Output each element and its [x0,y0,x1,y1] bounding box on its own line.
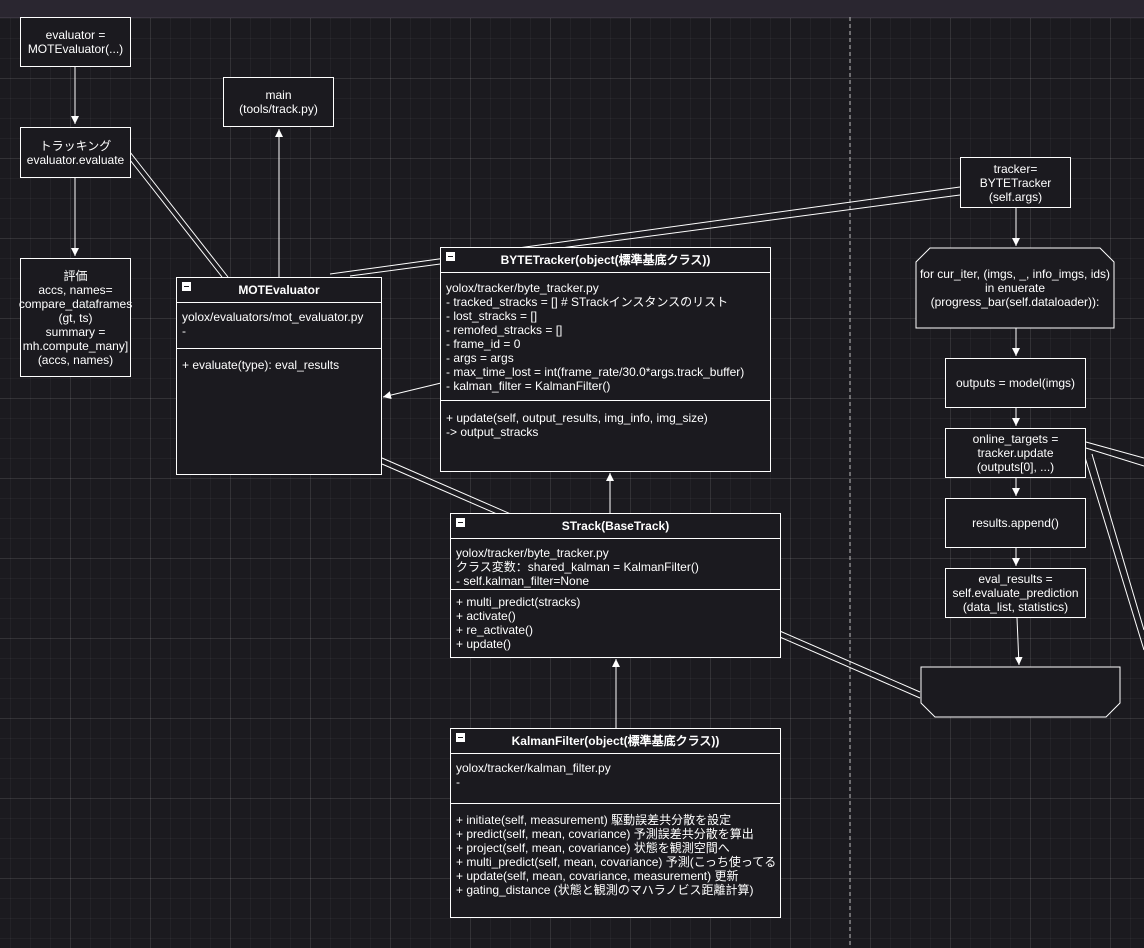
outputs-box[interactable]: outputs = model(imgs) [945,358,1086,408]
text-line: eval_results = [978,572,1053,586]
class-methods: + initiate(self, measurement) 駆動誤差共分散を設定… [451,804,780,901]
class-title: BYTETracker(object(標準基底クラス)) [500,253,711,267]
loop-label[interactable]: for cur_iter, (imgs, _, info_imgs, ids)i… [916,258,1114,318]
class-title: KalmanFilter(object(標準基底クラス)) [511,734,720,748]
text-line: (data_list, statistics) [962,600,1069,614]
results-append-box[interactable]: results.append() [945,498,1086,548]
kalman-filter-class[interactable]: KalmanFilter(object(標準基底クラス)) yolox/trac… [450,728,781,918]
collapse-icon[interactable] [182,282,191,291]
text-line: - kalman_filter = KalmanFilter() [446,379,611,393]
text-line: + update() [456,637,512,651]
evaluator-init-box[interactable]: evaluator =MOTEvaluator(...) [20,17,131,67]
text-line: BYTETracker [979,175,1052,190]
text-line: + evaluate(type): eval_results [182,358,340,372]
text-line: + update(self, output_results, img_info,… [446,411,708,425]
text-line: - frame_id = 0 [446,337,521,351]
text-line: + multi_predict(self, mean, covariance) … [456,855,777,869]
text-line: (self.args) [988,189,1043,204]
text-line: evaluator = [45,28,106,42]
loop-end-shape [920,666,1121,718]
class-title: STrack(BaseTrack) [561,519,670,533]
text-line: クラス変数：shared_kalman = KalmanFilter() [456,560,699,574]
text-line: summary = [45,324,106,339]
text-line: yolox/tracker/byte_tracker.py [446,281,599,295]
text-line: yolox/evaluators/mot_evaluator.py [182,310,364,324]
text-line: + re_activate() [456,623,534,637]
text-line: トラッキング [39,138,112,153]
text-line: + multi_predict(stracks) [456,595,581,609]
text-line: + predict(self, mean, covariance) 予測誤差共分… [456,827,754,841]
text-line: - remofed_stracks = [] [446,323,563,337]
text-line: in enuerate [984,281,1046,295]
tracker-init-box[interactable]: tracker=BYTETracker(self.args) [960,157,1071,208]
text-line: -> output_stracks [446,425,539,439]
text-line: + activate() [456,609,516,623]
text-line: accs, names= [38,282,113,297]
class-methods: + update(self, output_results, img_info,… [441,401,770,443]
text-line: + update(self, mean, covariance, measure… [456,869,739,883]
text-line: - tracked_stracks = [] # STrackインスタンスのリス… [446,295,729,309]
text-line: self.evaluate_prediction [952,586,1079,600]
main-box[interactable]: main(tools/track.py) [223,77,334,127]
class-attributes: yolox/tracker/byte_tracker.py- tracked_s… [441,273,770,401]
class-attributes: yolox/evaluators/mot_evaluator.py- [177,303,381,349]
text-line: MOTEvaluator(...) [27,42,124,56]
collapse-icon[interactable] [456,518,465,527]
text-line: tracker= [993,161,1038,176]
link-tracking-mot [129,151,229,278]
text-line: main [265,88,292,102]
text-line: - lost_stracks = [] [446,309,538,323]
text-line: - [182,324,186,338]
link-online-offscreen [1083,441,1144,651]
text-line: (accs, names) [37,352,114,367]
class-methods: + multi_predict(stracks)+ activate()+ re… [451,590,780,655]
text-line: 評価 [63,268,88,283]
text-line: (outputs[0], ...) [976,460,1055,474]
text-line: results.append() [972,516,1059,530]
text-line: (progress_bar(self.dataloader)): [930,295,1100,309]
byte-tracker-class[interactable]: BYTETracker(object(標準基底クラス)) yolox/track… [440,247,771,472]
collapse-icon[interactable] [456,733,465,742]
text-line: + project(self, mean, covariance) 状態を観測空… [456,841,730,855]
top-toolbar [0,0,1144,18]
text-line: for cur_iter, (imgs, _, info_imgs, ids) [919,267,1111,281]
class-methods: + evaluate(type): eval_results [177,349,381,376]
text-line: yolox/tracker/kalman_filter.py [456,761,611,775]
mot-evaluator-class[interactable]: MOTEvaluator yolox/evaluators/mot_evalua… [176,277,382,475]
arrow-byte-to-mot [382,382,442,400]
text-line: + initiate(self, measurement) 駆動誤差共分散を設定 [456,813,732,827]
loop-start-shape [915,247,1115,329]
text-line: - args = args [446,351,514,365]
text-line: yolox/tracker/byte_tracker.py [456,546,609,560]
text-line: mh.compute_many] [22,338,129,353]
text-line: (tools/track.py) [239,102,318,116]
class-title: MOTEvaluator [238,283,320,297]
text-line: tracker.update [977,446,1054,460]
text-line: outputs = model(imgs) [955,376,1076,390]
text-line: online_targets = [972,432,1059,446]
collapse-icon[interactable] [446,252,455,261]
text-line: - self.kalman_filter=None [456,574,590,588]
text-line: compare_dataframes [18,296,133,311]
text-line: - [456,775,460,789]
strack-class[interactable]: STrack(BaseTrack) yolox/tracker/byte_tra… [450,513,781,658]
eval-results-box[interactable]: eval_results =self.evaluate_prediction(d… [945,568,1086,618]
arrow-eval-to-end [1014,617,1023,666]
text-line: - max_time_lost = int(frame_rate/30.0*ar… [446,365,745,379]
text-line: + gating_distance (状態と観測のマハラノビス距離計算) [456,883,754,897]
text-line: evaluator.evaluate [26,152,125,167]
text-line: (gt, ts) [58,310,93,325]
online-targets-box[interactable]: online_targets =tracker.update(outputs[0… [945,428,1086,478]
class-attributes: yolox/tracker/kalman_filter.py- [451,754,780,804]
